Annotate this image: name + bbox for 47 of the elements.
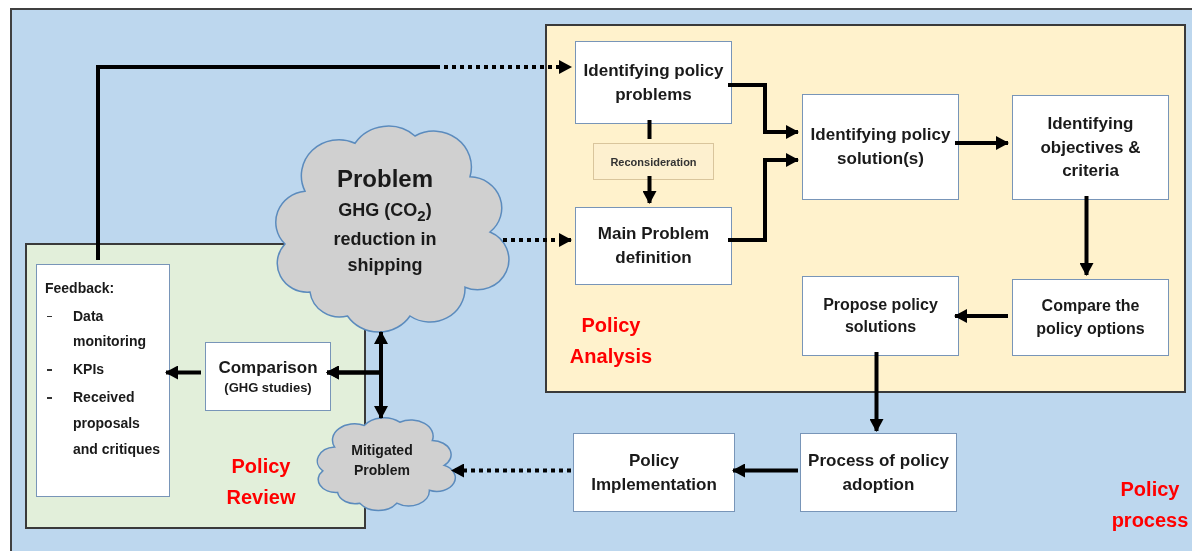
arrow [732, 463, 798, 478]
arrow [955, 136, 1009, 150]
arrow [1079, 196, 1094, 276]
box-label: Identifying policy solution(s) [809, 124, 952, 170]
process-box [1012, 279, 1169, 356]
arrow [165, 365, 201, 380]
step-tag [593, 143, 714, 180]
box-label: Identifying policy problems [582, 59, 725, 106]
dotted-arrow [96, 60, 572, 260]
process-box [573, 433, 735, 512]
process-box [575, 207, 732, 285]
dotted-arrow [451, 463, 571, 478]
list-item: KPIs [45, 357, 161, 384]
process-box [802, 276, 959, 356]
analysis-panel [545, 24, 1186, 393]
panel-title: Policy Analysis [568, 313, 654, 369]
box-label: Compare the policy options [1035, 296, 1146, 339]
arrow [869, 352, 884, 432]
arrow [642, 176, 657, 204]
arrow [954, 309, 1008, 323]
tag-label: Reconsideration [610, 155, 697, 168]
cloud-label: GHG (CO$_{2}$) reduction in shipping [332, 198, 438, 278]
panel-title: Policy process [1110, 477, 1190, 533]
process-band [10, 8, 1192, 551]
process-box [802, 94, 959, 200]
box-label: Identifying objectives & criteria [1039, 112, 1142, 183]
box-label: (GHG studies) [224, 379, 312, 398]
box-label: Main Problem definition [596, 223, 711, 269]
box-label: Comparison [218, 356, 318, 379]
process-box [800, 433, 957, 512]
cloud-title: Mitigated Problem [350, 440, 414, 480]
connector-line [647, 120, 652, 139]
cloud-title: Problem [337, 163, 433, 194]
arrow [728, 153, 799, 242]
process-box [575, 41, 732, 124]
dotted-arrow [503, 233, 572, 247]
process-box [205, 342, 331, 411]
arrow [728, 83, 799, 139]
list-heading: Feedback: [45, 279, 116, 298]
list-item: Data monitoring [45, 303, 161, 356]
process-box [1012, 95, 1169, 200]
box-label: Process of policy adoption [807, 449, 950, 496]
box-label: Policy Implementation [590, 449, 718, 496]
panel-title: Policy Review [225, 454, 297, 510]
list-item: Received proposals and critiques [45, 385, 161, 463]
box-label: Propose policy solutions [822, 294, 939, 337]
feedback-box [36, 264, 170, 497]
